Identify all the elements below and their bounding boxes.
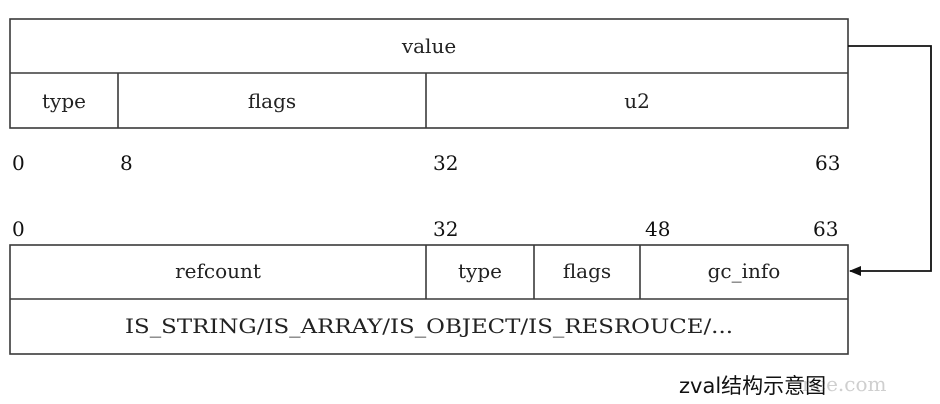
zval-bit-8: 8 [120, 151, 133, 175]
zval-bit-32: 32 [433, 151, 458, 175]
refcounted-flags-label: flags [563, 259, 611, 283]
zval-bit-63: 63 [815, 151, 840, 175]
zval-value-label: value [401, 34, 456, 58]
refcounted-refcount-label: refcount [175, 259, 261, 283]
refcounted-types-label: IS_STRING/IS_ARRAY/IS_OBJECT/IS_RESROUCE… [125, 314, 733, 338]
pointer-connector-line [848, 45, 932, 276]
zval-bit-0: 0 [12, 151, 25, 175]
refcounted-gc-info-label: gc_info [708, 259, 781, 283]
refcounted-type-label: type [458, 259, 502, 283]
zval-u2-label: u2 [624, 89, 650, 113]
zval-flags-label: flags [248, 89, 296, 113]
watermark-text: nce.com [802, 372, 887, 396]
zval-box: value type flags u2 [9, 18, 849, 129]
refcounted-bit-63: 63 [813, 217, 838, 241]
zval-type-label: type [42, 89, 86, 113]
refcounted-bit-scale: 0 32 48 63 [12, 217, 838, 241]
refcounted-box: refcount type flags gc_info IS_STRING/IS… [9, 244, 849, 355]
value-pointer-arrow [848, 45, 932, 276]
diagram-caption: zval结构示意图 [679, 374, 826, 398]
zval-bit-scale: 0 8 32 63 [12, 151, 840, 175]
refcounted-bit-0: 0 [12, 217, 25, 241]
refcounted-bit-48: 48 [645, 217, 670, 241]
refcounted-bit-32: 32 [433, 217, 458, 241]
